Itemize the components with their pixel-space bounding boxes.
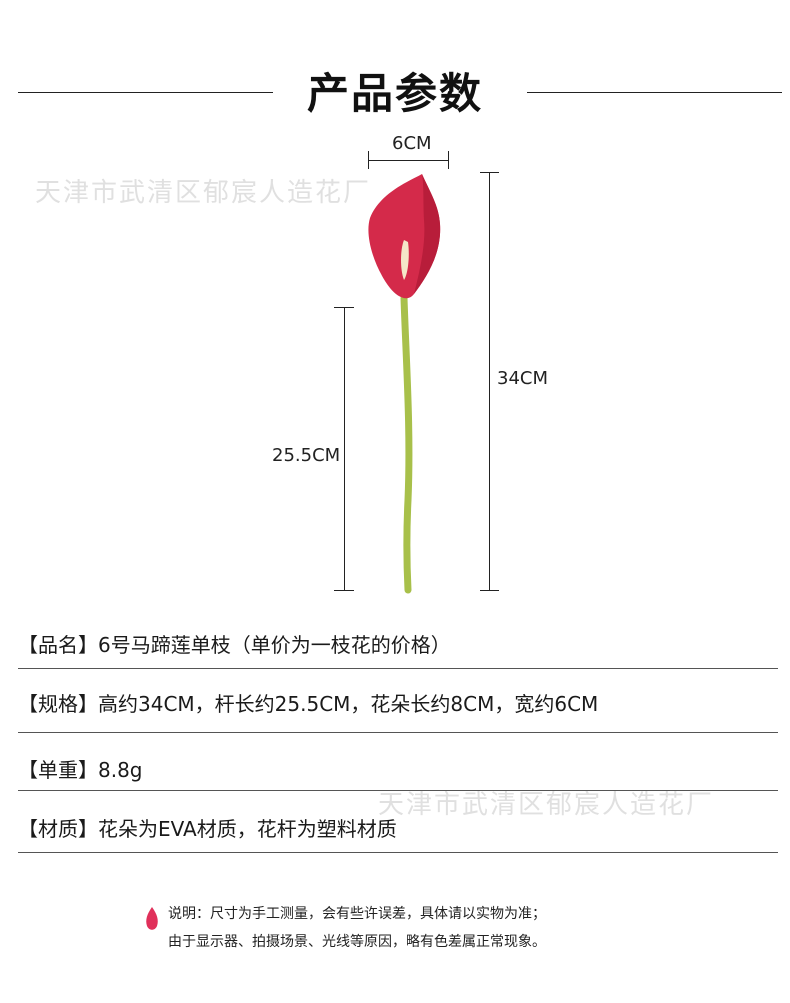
note-line-2: 由于显示器、拍摄场景、光线等原因，略有色差属正常现象。: [168, 934, 546, 950]
spec-divider: [18, 668, 778, 669]
petal-icon: [146, 907, 158, 930]
height-dimension-tick-bottom: [480, 590, 499, 591]
spec-row-size: 【规格】高约34CM，杆长约25.5CM，花朵长约8CM，宽约6CM: [18, 688, 778, 717]
calla-lily-image: [368, 174, 441, 594]
stem-dimension-tick-bottom: [334, 590, 354, 591]
page-title: 产品参数: [306, 69, 483, 118]
spec-label: 【单重】: [18, 758, 98, 782]
height-dimension-tick-top: [480, 172, 499, 173]
spec-value: 8.8g: [98, 758, 143, 782]
watermark-top: 天津市武清区郁宸人造花厂: [35, 178, 372, 208]
width-dimension-line: [368, 160, 449, 161]
spec-label: 【材质】: [18, 817, 98, 841]
spec-value: 高约34CM，杆长约25.5CM，花朵长约8CM，宽约6CM: [98, 692, 599, 716]
title-rule-right: [527, 92, 782, 93]
spec-row-weight: 【单重】 8.8g: [18, 754, 778, 783]
note-text: 说明：尺寸为手工测量，会有些许误差，具体请以实物为准； 由于显示器、拍摄场景、光…: [168, 900, 546, 956]
width-dimension-tick-left: [368, 151, 369, 169]
spec-divider: [18, 852, 778, 853]
height-dimension-line: [489, 172, 490, 590]
spec-divider: [18, 732, 778, 733]
spec-label: 【规格】: [18, 692, 98, 716]
spec-label: 【品名】: [18, 633, 98, 657]
height-dimension-label: 34CM: [497, 368, 549, 389]
spec-divider: [18, 790, 778, 791]
spec-row-name: 【品名】6号马蹄莲单枝（单价为一枝花的价格）: [18, 629, 778, 658]
note-line-1: 说明：尺寸为手工测量，会有些许误差，具体请以实物为准；: [168, 906, 546, 922]
spec-row-material: 【材质】花朵为EVA材质，花杆为塑料材质: [18, 813, 778, 842]
width-dimension-tick-right: [448, 151, 449, 169]
flower-spathe-shade: [414, 174, 441, 294]
flower-stem: [400, 294, 413, 594]
spec-value: 6号马蹄莲单枝（单价为一枝花的价格）: [98, 633, 451, 657]
watermark-bottom: 天津市武清区郁宸人造花厂: [378, 790, 715, 820]
stem-dimension-line: [344, 307, 345, 590]
flower-spadix: [401, 240, 409, 280]
spec-value: 花朵为EVA材质，花杆为塑料材质: [98, 817, 397, 841]
title-rule-left: [18, 92, 273, 93]
stem-dimension-tick-top: [334, 307, 354, 308]
stem-dimension-label: 25.5CM: [272, 445, 341, 466]
width-dimension-label: 6CM: [392, 133, 432, 154]
